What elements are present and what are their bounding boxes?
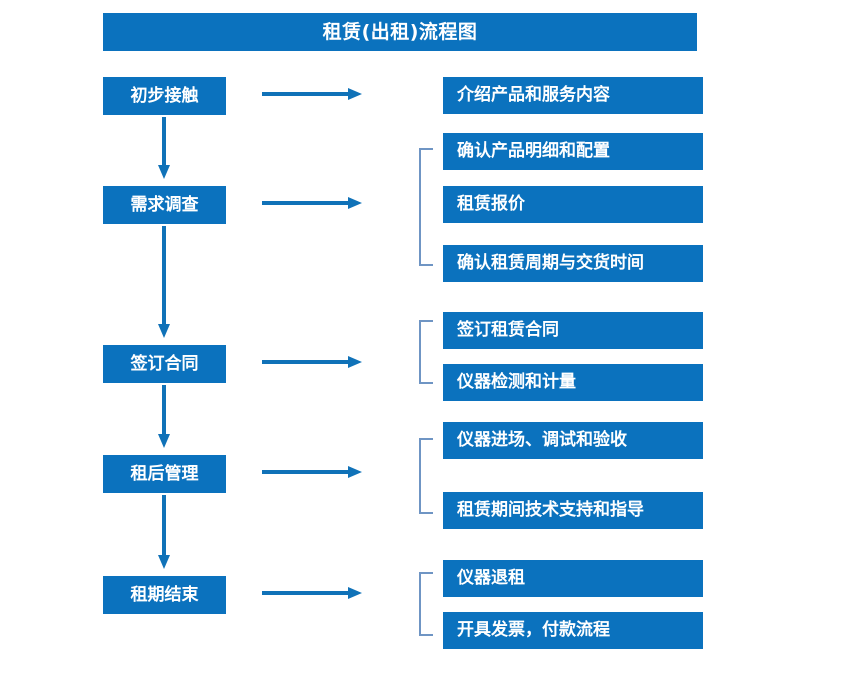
stage-box-chu-bu-jie-chu[interactable]: 初步接触	[103, 77, 226, 115]
arrow-down-icon-2	[157, 226, 171, 338]
detail-box-1[interactable]: 介绍产品和服务内容	[443, 77, 703, 114]
arrow-down-icon-4	[157, 495, 171, 569]
arrow-down-icon-1	[157, 117, 171, 179]
bracket-group-4	[418, 438, 434, 514]
arrow-right-icon-3	[262, 355, 362, 369]
detail-box-label: 仪器检测和计量	[457, 372, 576, 392]
stage-box-label: 初步接触	[130, 85, 199, 106]
bracket-group-5	[418, 572, 434, 636]
detail-box-6[interactable]: 仪器检测和计量	[443, 364, 703, 401]
bracket-group-2	[418, 148, 434, 266]
detail-box-label: 租赁报价	[457, 194, 525, 214]
detail-box-label: 租赁期间技术支持和指导	[457, 500, 644, 520]
stage-box-label: 需求调查	[130, 194, 199, 215]
detail-box-8[interactable]: 租赁期间技术支持和指导	[443, 492, 703, 529]
detail-box-label: 仪器进场、调试和验收	[457, 430, 627, 450]
stage-box-zu-hou-guan-li[interactable]: 租后管理	[103, 455, 226, 493]
bracket-group-3	[418, 320, 434, 384]
stage-box-label: 租期结束	[130, 584, 199, 605]
arrow-right-icon-1	[262, 87, 362, 101]
arrow-right-icon-4	[262, 465, 362, 479]
arrow-down-icon-3	[157, 385, 171, 448]
chart-title-bar: 租赁(出租)流程图	[103, 13, 697, 51]
detail-box-label: 确认产品明细和配置	[457, 141, 610, 161]
detail-box-10[interactable]: 开具发票，付款流程	[443, 612, 703, 649]
detail-box-4[interactable]: 确认租赁周期与交货时间	[443, 245, 703, 282]
stage-box-qian-ding-he-tong[interactable]: 签订合同	[103, 345, 226, 383]
stage-box-zu-qi-jie-shu[interactable]: 租期结束	[103, 576, 226, 614]
detail-box-label: 开具发票，付款流程	[457, 620, 610, 640]
detail-box-7[interactable]: 仪器进场、调试和验收	[443, 422, 703, 459]
arrow-right-icon-5	[262, 586, 362, 600]
detail-box-5[interactable]: 签订租赁合同	[443, 312, 703, 349]
page-title: 租赁(出租)流程图	[322, 20, 478, 43]
stage-box-xu-qiu-diao-cha[interactable]: 需求调查	[103, 186, 226, 224]
detail-box-label: 签订租赁合同	[457, 320, 559, 340]
stage-box-label: 签订合同	[130, 353, 199, 374]
detail-box-label: 确认租赁周期与交货时间	[457, 253, 644, 273]
detail-box-3[interactable]: 租赁报价	[443, 186, 703, 223]
arrow-right-icon-2	[262, 196, 362, 210]
detail-box-label: 介绍产品和服务内容	[457, 85, 610, 105]
detail-box-2[interactable]: 确认产品明细和配置	[443, 133, 703, 170]
detail-box-9[interactable]: 仪器退租	[443, 560, 703, 597]
detail-box-label: 仪器退租	[457, 568, 525, 588]
stage-box-label: 租后管理	[130, 463, 199, 484]
